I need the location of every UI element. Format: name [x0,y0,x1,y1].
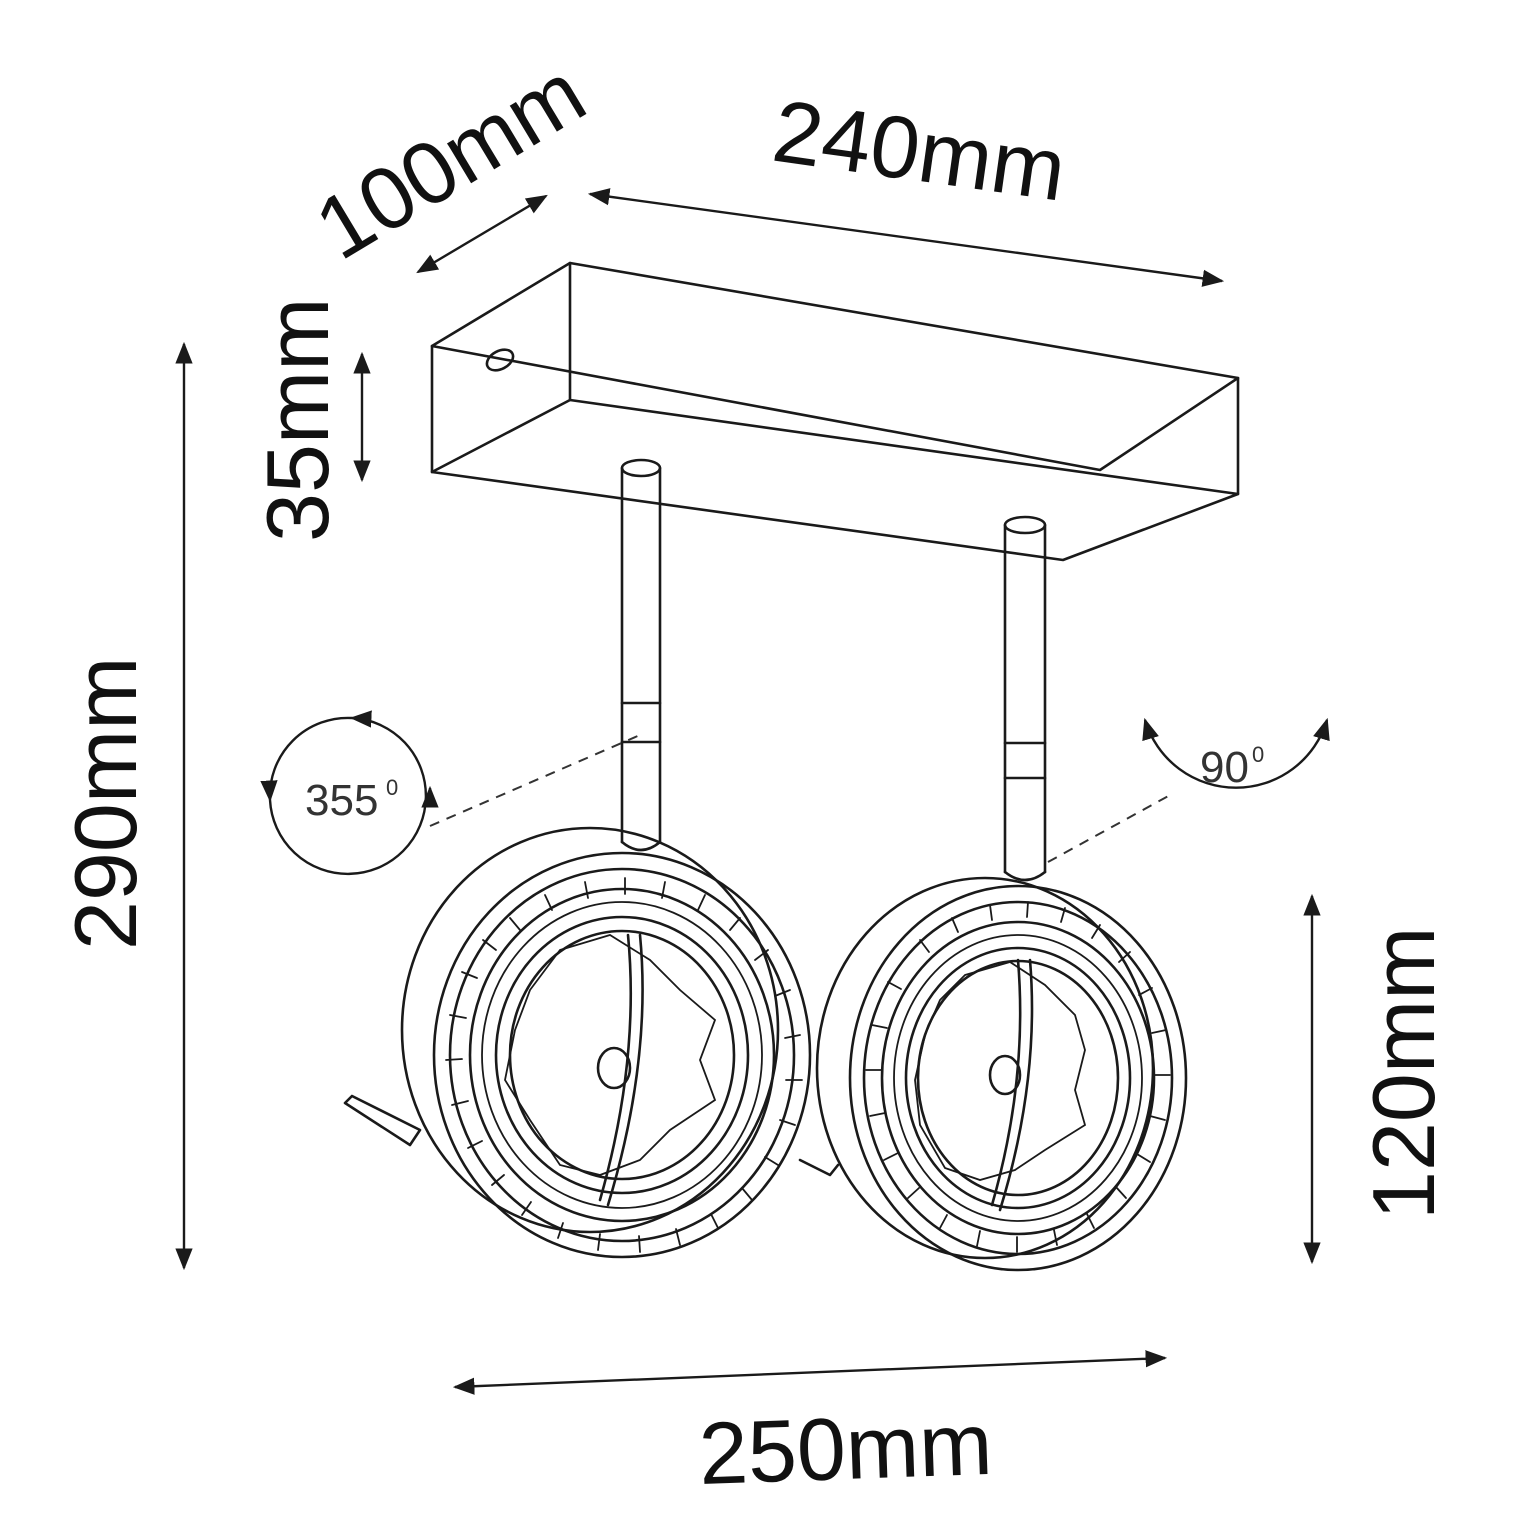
horizontal-rotation-indicator: 355 0 [260,710,641,876]
tilt-arc-icon [1142,717,1330,789]
left-cross-bar [606,933,644,1207]
right-reflector-icon [914,961,1087,1181]
base-height-label: 35mm [248,298,347,543]
total-width-label: 250mm [697,1394,994,1503]
left-stem [620,458,662,852]
mounting-hole-icon [485,348,515,372]
depth-label: 100mm [299,42,602,278]
base-bottom-edge [568,398,1240,496]
left-housing-rim [432,851,812,1259]
horizontal-rotation-leader [429,734,641,827]
right-bulb-icon [988,1054,1022,1096]
base-outline [430,344,1240,562]
right-housing-rim [848,884,1188,1272]
vertical-rotation-indicator: 90 0 [1047,717,1330,863]
right-cross-bar [998,958,1034,1212]
left-rim-ticks [445,877,803,1253]
head-diameter-label: 120mm [1354,927,1453,1220]
base-top-face [430,261,1240,472]
left-lamp-head [343,826,812,1259]
left-bulb-icon [596,1046,632,1090]
left-reflector-icon [504,934,717,1176]
horizontal-rotation-degree: 0 [386,775,398,800]
right-rim-ticks [865,901,1171,1253]
total-height-label: 290mm [56,657,155,950]
rotation-arc-icon [268,710,428,876]
vertical-rotation-leader [1047,793,1173,863]
left-yoke-arm [343,1094,422,1147]
total-width-dimension-arrow [452,1350,1168,1395]
vertical-rotation-degree: 0 [1252,742,1264,767]
length-label: 240mm [767,81,1071,220]
ceiling-base [430,261,1240,562]
right-lamp-head [798,876,1188,1272]
left-housing-back [400,826,780,1234]
length-dimension-arrow [587,188,1225,287]
horizontal-rotation-value: 355 [305,776,378,825]
vertical-rotation-value: 90 [1200,743,1249,792]
depth-dimension-arrow [416,194,548,274]
right-stem [1003,515,1047,882]
